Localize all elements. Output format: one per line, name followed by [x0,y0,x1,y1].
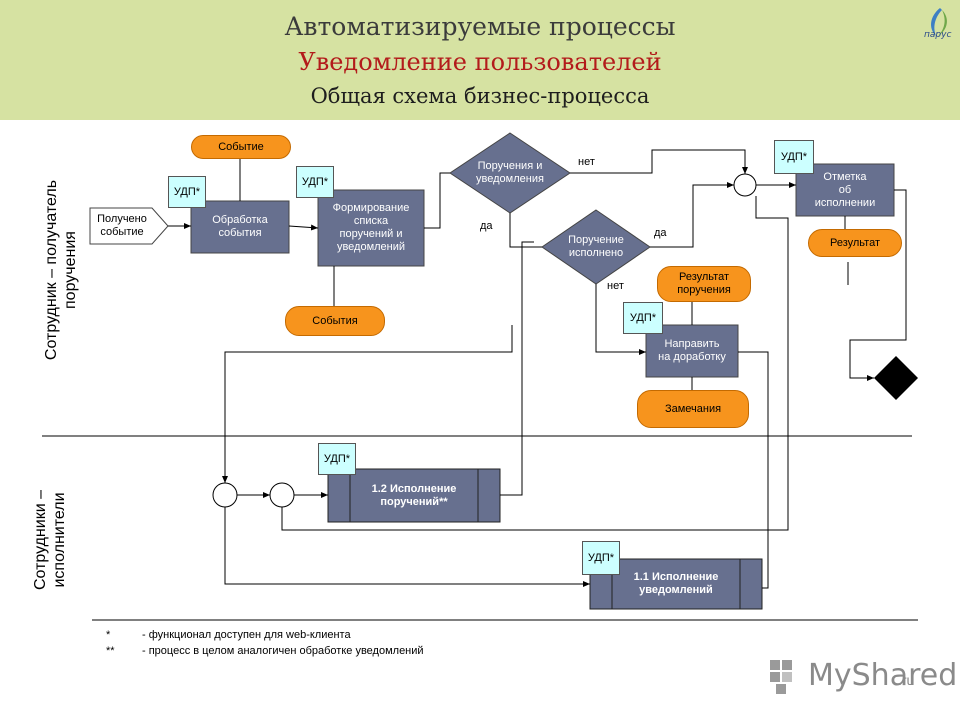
junction-bottom-left [212,482,238,508]
lane-label-bottom: Сотрудники – исполнители [32,490,68,591]
received-event-shape [89,207,169,245]
page-title: Автоматизируемые процессы [284,12,676,41]
junction-bottom-mid [269,482,295,508]
footnote-text: - функционал доступен для web-клиента [142,629,351,641]
exec-orders-box [327,468,501,523]
header-band [0,0,960,120]
send-back-label: Направить на доработку [658,338,726,363]
edge-label-no-mid: нет [607,280,624,292]
decision-done-label: Поручение исполнено [568,234,624,259]
logo-text: парус [924,30,952,40]
footnote-text: - процесс в целом аналогичен обработке у… [142,645,424,657]
udp-tag: УДП* [168,176,206,208]
udp-tag: УДП* [296,166,334,198]
parus-logo-icon [931,8,947,36]
end-diamond [874,356,918,400]
watermark-suffix: .ru [898,672,915,688]
page-subtitle: Уведомление пользователей [298,48,662,76]
decision-orders-label: Поручения и уведомления [476,160,544,185]
lane-label-top: Сотрудник – получатель поручения [43,179,79,361]
udp-tag: УДП* [774,140,814,174]
process-event-box [190,200,290,254]
udp-tag: УДП* [318,443,356,475]
page-caption: Общая схема бизнес-процесса [310,84,650,108]
watermark-brand: MyShared [808,658,958,693]
received-event-label: Получено событие [97,213,147,238]
myshared-logo-icon [770,660,792,694]
edge-label-yes-left: да [480,220,493,232]
event-pill: Событие [191,135,291,159]
udp-tag: УДП* [582,541,620,575]
junction-top [733,173,757,197]
mark-done-label: Отметка об исполнении [814,170,876,209]
form-list-label: Формирование списка поручений и уведомле… [332,202,410,253]
result-pill: Результат [808,229,902,257]
edge-label-yes-right: да [654,227,667,239]
exec-notices-label: 1.1 Исполнение уведомлений [633,571,719,596]
order-result-pill: Результат поручения [657,266,751,302]
footnote-mark: ** [106,645,115,657]
exec-orders-label: 1.2 Исполнение поручений** [371,482,457,508]
events-pill: События [285,306,385,336]
process-event-label: Обработка события [212,214,268,239]
udp-tag: УДП* [623,302,663,334]
remarks-pill: Замечания [637,390,749,428]
footnote-mark: * [106,629,111,641]
edge-label-no-top: нет [578,156,595,168]
